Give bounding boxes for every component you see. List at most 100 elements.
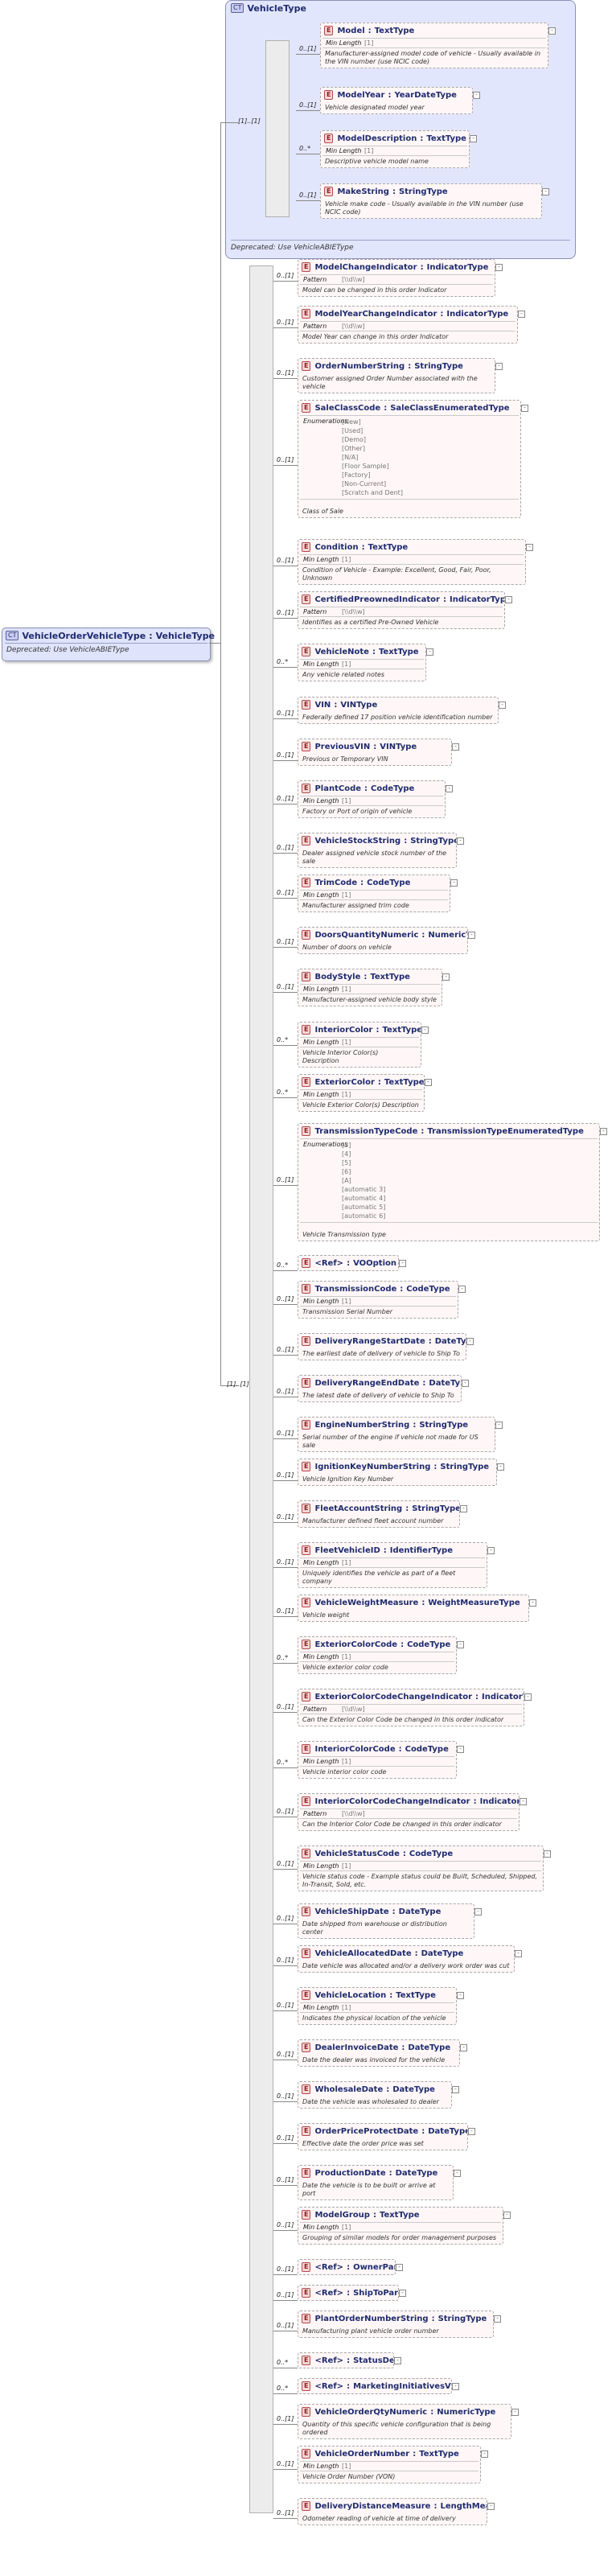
collapse-toggle-icon[interactable]: - — [526, 544, 533, 551]
collapse-toggle-icon[interactable]: - — [460, 1505, 467, 1512]
collapse-toggle-icon[interactable]: - — [473, 92, 480, 99]
collapse-toggle-icon[interactable]: - — [544, 1850, 551, 1858]
collapse-toggle-icon[interactable]: - — [399, 2290, 406, 2297]
collapse-toggle-icon[interactable]: - — [503, 2212, 511, 2219]
collapse-toggle-icon[interactable]: - — [454, 2170, 461, 2177]
collapse-toggle-icon[interactable]: - — [452, 2086, 459, 2093]
element-box[interactable]: E<Ref>:MarketingInitiativesVO — [298, 2378, 452, 2394]
collapse-toggle-icon[interactable]: - — [425, 1079, 432, 1086]
collapse-toggle-icon[interactable]: - — [450, 879, 458, 887]
collapse-toggle-icon[interactable]: - — [518, 311, 525, 318]
collapse-toggle-icon[interactable]: - — [396, 2264, 403, 2271]
collapse-toggle-icon[interactable]: - — [499, 702, 506, 709]
collapse-toggle-icon[interactable]: - — [548, 27, 556, 35]
collapse-toggle-icon[interactable]: - — [495, 264, 503, 271]
element-box[interactable]: E<Ref>:StatusDetail — [298, 2352, 394, 2368]
collapse-toggle-icon[interactable]: - — [474, 1908, 482, 1916]
collapse-toggle-icon[interactable]: - — [497, 1463, 504, 1471]
collapse-toggle-icon[interactable]: - — [511, 2409, 519, 2416]
collapse-toggle-icon[interactable]: - — [452, 743, 459, 751]
collapse-toggle-icon[interactable]: - — [457, 1641, 464, 1648]
element-box[interactable]: E<Ref>:OwnerParty — [298, 2259, 396, 2275]
collapse-toggle-icon[interactable]: - — [524, 1693, 532, 1701]
collapse-toggle-icon[interactable]: - — [466, 1338, 474, 1345]
collapse-toggle-icon[interactable]: - — [442, 973, 450, 981]
collapse-toggle-icon[interactable]: - — [458, 1286, 466, 1293]
collapse-toggle-icon[interactable]: - — [600, 1128, 607, 1135]
collapse-toggle-icon[interactable]: - — [521, 405, 528, 412]
collapse-toggle-icon[interactable]: - — [446, 785, 453, 792]
collapse-toggle-icon[interactable]: - — [426, 648, 433, 656]
collapse-toggle-icon[interactable]: - — [457, 1746, 464, 1753]
collapse-toggle-icon[interactable]: - — [487, 2503, 495, 2510]
collapse-toggle-icon[interactable]: - — [452, 2383, 459, 2390]
root-type-box[interactable]: CT VehicleOrderVehicleType : VehicleType… — [2, 628, 215, 661]
collapse-toggle-icon[interactable]: - — [468, 932, 475, 939]
element-box[interactable]: EDeliveryDistanceMeasure:LengthMeasureTy… — [298, 2498, 487, 2525]
collapse-toggle-icon[interactable]: - — [462, 1380, 469, 1387]
collapse-toggle-icon[interactable]: - — [529, 1599, 536, 1607]
collapse-toggle-icon[interactable]: - — [457, 1992, 464, 1999]
collapse-toggle-icon[interactable]: - — [495, 363, 503, 370]
collapse-toggle-icon[interactable]: - — [542, 188, 549, 195]
collapse-toggle-icon[interactable]: - — [421, 1027, 429, 1034]
collapse-toggle-icon[interactable]: - — [520, 1798, 527, 1805]
collapse-toggle-icon[interactable]: - — [481, 2450, 488, 2458]
collapse-toggle-icon[interactable]: - — [470, 135, 477, 142]
collapse-toggle-icon[interactable]: - — [495, 1422, 503, 1429]
collapse-toggle-icon[interactable]: - — [515, 1950, 522, 1957]
collapse-toggle-icon[interactable]: - — [494, 2315, 501, 2323]
collapse-toggle-icon[interactable]: - — [460, 2044, 467, 2051]
collapse-toggle-icon[interactable]: - — [487, 1547, 495, 1554]
element-box[interactable]: EDoorsQuantityNumeric:NumericTypeNumber … — [298, 927, 468, 954]
collapse-toggle-icon[interactable]: - — [399, 1260, 406, 1267]
element-box[interactable]: E<Ref>:ShipToParty — [298, 2285, 399, 2301]
collapse-toggle-icon[interactable]: - — [394, 2357, 401, 2364]
collapse-toggle-icon[interactable]: - — [457, 837, 464, 845]
collapse-toggle-icon[interactable]: - — [505, 596, 512, 603]
element-box[interactable]: E<Ref>:VOOption — [298, 1255, 399, 1271]
